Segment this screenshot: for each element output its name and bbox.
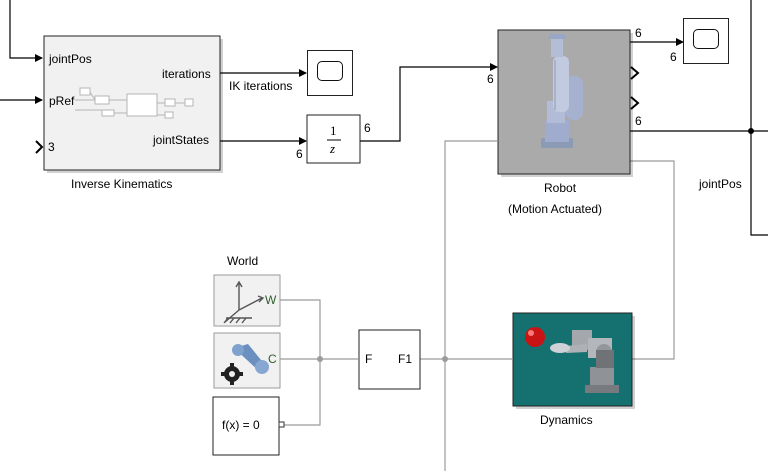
phys-junction-right — [442, 356, 448, 362]
conn-world-w — [280, 299, 321, 426]
robot-conn-chevron-icon-1 — [630, 66, 640, 80]
world-port-w: W — [265, 293, 277, 307]
physical-lines — [280, 140, 675, 471]
unit-delay-denominator: z — [330, 141, 336, 156]
world-frame-axes-icon — [223, 280, 265, 324]
dim-label-robot-in: 6 — [487, 72, 494, 86]
dim-label-delay-in: 6 — [296, 147, 303, 161]
solver-config-block[interactable] — [212, 396, 285, 456]
port-label-3: 3 — [48, 140, 55, 154]
frame-port-f1: F1 — [398, 352, 413, 366]
enable-port-chevron-icon — [35, 140, 44, 154]
world-frame-block[interactable] — [213, 274, 281, 327]
signal-line-jointpos-vertical — [750, 0, 768, 236]
inverse-kinematics-block[interactable] — [35, 35, 223, 173]
robot-subtitle: (Motion Actuated) — [508, 202, 603, 216]
robot-title: Robot — [544, 181, 577, 195]
robot-arm-icon — [541, 34, 583, 148]
dim-label-robot-out2: 6 — [635, 114, 642, 128]
jointpos-signal-label: jointPos — [699, 177, 742, 191]
dynamics-title: Dynamics — [540, 413, 593, 427]
dynamics-block[interactable] — [512, 312, 635, 409]
mechanism-link-icon — [232, 344, 269, 374]
ik-iterations-scope[interactable] — [307, 50, 353, 96]
robot-output-scope[interactable] — [683, 18, 729, 64]
conn-robot-dynamics — [630, 160, 675, 360]
port-label-pref: pRef — [49, 94, 75, 108]
unit-delay-block[interactable] — [306, 114, 361, 164]
gear-icon — [221, 363, 243, 385]
scope-screen-icon — [317, 61, 343, 81]
frame-port-f: F — [365, 352, 373, 366]
dim-label-robot-out1: 6 — [635, 26, 642, 40]
frame-connection-block[interactable] — [358, 329, 421, 390]
world-title: World — [227, 254, 259, 268]
phys-junction-left — [317, 356, 323, 362]
signal-line-delay-to-robot — [360, 63, 498, 142]
port-label-jointstates: jointStates — [153, 133, 210, 147]
robot-model-icon — [550, 330, 619, 393]
dim-label-scope-in: 6 — [670, 50, 677, 64]
scope-screen-icon — [693, 29, 719, 49]
dim-label-delay-out: 6 — [364, 121, 371, 135]
mechanism-port-c: C — [268, 352, 277, 366]
port-label-iterations: iterations — [162, 67, 211, 81]
robot-conn-chevron-icon-2 — [630, 96, 640, 110]
ik-iterations-label: IK iterations — [229, 79, 293, 93]
robot-block[interactable] — [497, 29, 640, 177]
inverse-kinematics-title: Inverse Kinematics — [71, 177, 173, 191]
conn-robot-base — [444, 140, 497, 471]
mechanism-config-block[interactable] — [213, 332, 281, 389]
unit-delay-numerator: 1 — [330, 123, 337, 138]
red-ball-icon — [525, 327, 545, 347]
signal-lines — [0, 0, 768, 236]
signal-junction — [748, 128, 754, 134]
port-label-jointpos: jointPos — [49, 52, 92, 66]
subsystem-preview-icon — [75, 87, 194, 119]
signal-line-jointpos-feedback — [9, 0, 43, 62]
solver-config-text: f(x) = 0 — [222, 418, 260, 432]
